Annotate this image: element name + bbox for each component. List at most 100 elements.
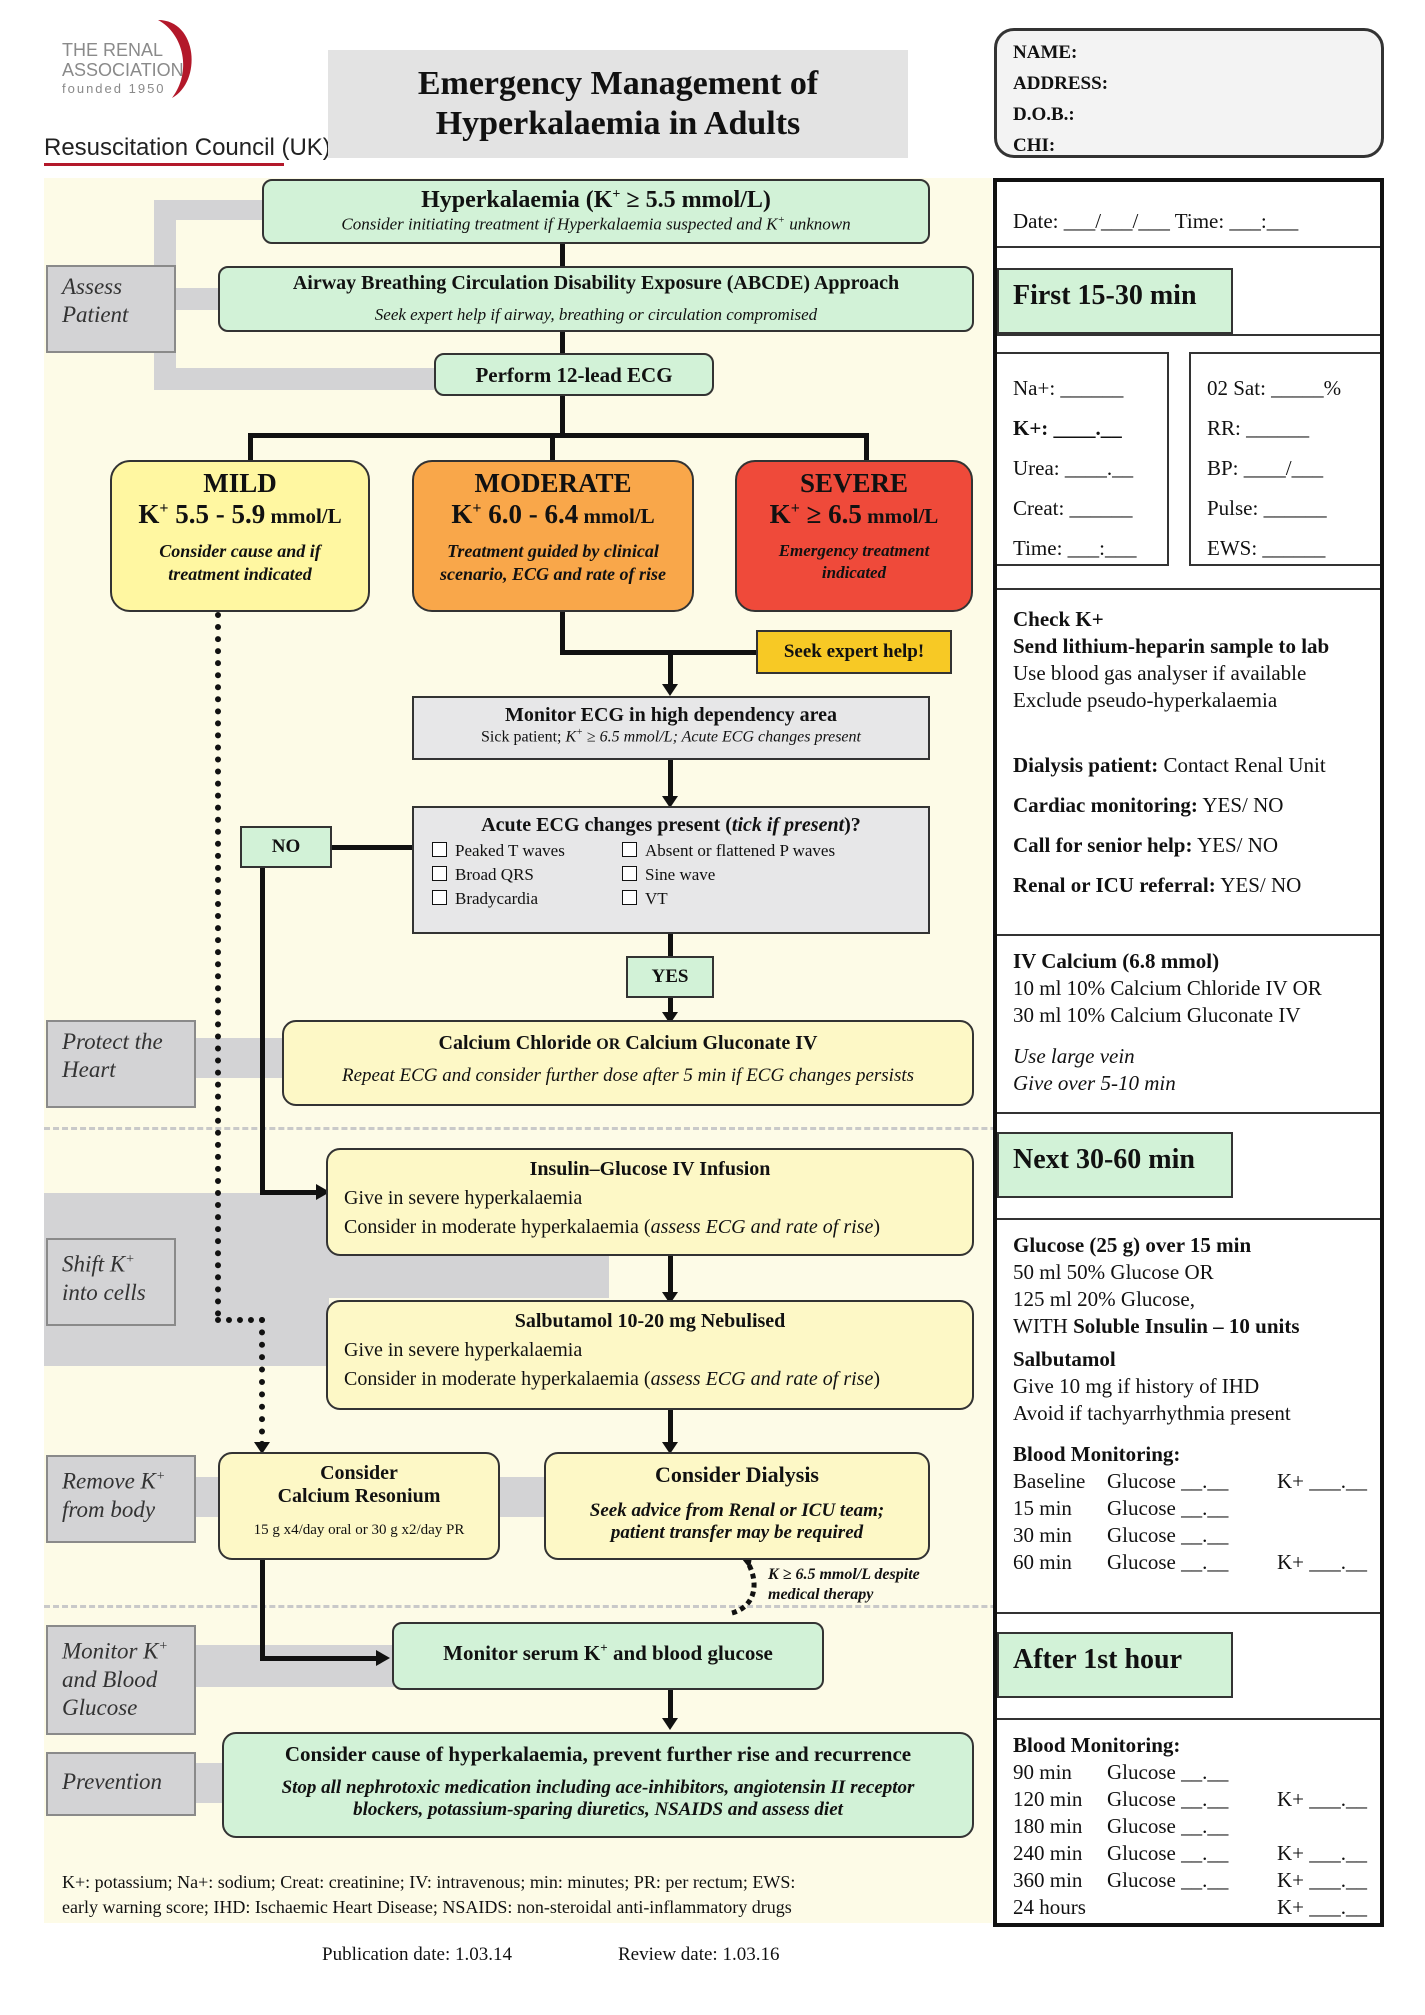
prevention-box: Consider cause of hyperkalaemia, prevent… <box>222 1732 974 1838</box>
patient-dob-field[interactable]: D.O.B.: <box>1013 104 1075 125</box>
side-checklist: Date: ___/___/___ Time: ___:___ First 15… <box>993 178 1384 1927</box>
bm-glucose: Glucose __.__ <box>1107 1523 1229 1547</box>
stage-remove-k: Remove K+ from body <box>46 1455 196 1543</box>
stage-prevention: Prevention <box>46 1752 196 1816</box>
renal-logo-swirl <box>158 20 192 98</box>
review-date: Review date: 1.03.16 <box>618 1944 780 1965</box>
dotted-connector-dialysis <box>731 1557 757 1616</box>
cardiac-monitoring-line[interactable]: Cardiac monitoring: YES/ NO <box>1013 793 1284 817</box>
arrow-down <box>662 684 678 696</box>
connector <box>560 612 565 654</box>
obs-urea[interactable]: Urea: ____.__ <box>1013 456 1134 480</box>
obs-right-box: 02 Sat: _____% RR: ______ BP: ____/___ P… <box>1189 352 1380 566</box>
patient-address-field[interactable]: ADDRESS: <box>1013 73 1109 94</box>
connector <box>248 433 253 461</box>
ecg-checkbox-peaked-t[interactable]: Peaked T waves <box>432 841 622 861</box>
renal-icu-referral-line[interactable]: Renal or ICU referral: YES/ NO <box>1013 873 1302 897</box>
arrow-down <box>662 796 678 808</box>
after-first-hour-header: After 1st hour <box>997 1632 1233 1698</box>
arrow-down <box>254 1442 270 1454</box>
acute-ecg-box: Acute ECG changes present (tick if prese… <box>412 806 930 934</box>
obs-o2sat[interactable]: 02 Sat: _____% <box>1207 376 1342 400</box>
obs-creat[interactable]: Creat: ______ <box>1013 496 1133 520</box>
obs-ews[interactable]: EWS: ______ <box>1207 536 1326 560</box>
bm-time: 360 min <box>1013 1868 1083 1892</box>
date-time-field[interactable]: Date: ___/___/___ Time: ___:___ <box>1013 209 1299 233</box>
dotted-connector-mild <box>215 612 221 1317</box>
bm-time: 30 min <box>1013 1523 1072 1547</box>
obs-left-box: Na+: ______ K+: ____.__ Urea: ____.__ Cr… <box>997 352 1169 566</box>
ecg-checkbox-sine-wave[interactable]: Sine wave <box>622 865 882 885</box>
bm-glucose <box>1107 1894 1277 1921</box>
ecg-checkbox-bradycardia[interactable]: Bradycardia <box>432 889 622 909</box>
arrow-down <box>662 1442 678 1454</box>
renal-logo-line1: THE RENAL <box>62 40 164 60</box>
connector <box>668 650 673 690</box>
monitor-ecg-box: Monitor ECG in high dependency area Sick… <box>412 696 930 760</box>
glucose-section: Glucose (25 g) over 15 min 50 ml 50% Glu… <box>1013 1232 1373 1576</box>
severe-box: SEVERE K+ ≥ 6.5 mmol/L Emergency treatme… <box>735 460 973 612</box>
connector-no <box>260 868 265 1193</box>
dialysis-box: Consider Dialysis Seek advice from Renal… <box>544 1452 930 1560</box>
bm-glucose: Glucose __.__ <box>1107 1550 1229 1574</box>
bm-glucose: Glucose __.__ <box>1107 1868 1229 1892</box>
obs-pulse[interactable]: Pulse: ______ <box>1207 496 1327 520</box>
calcium-box: Calcium Chloride OR Calcium Gluconate IV… <box>282 1020 974 1106</box>
page-title: Emergency Management of Hyperkalaemia in… <box>328 50 908 158</box>
divider <box>997 1218 1380 1220</box>
seek-expert-help-box: Seek expert help! <box>756 630 952 674</box>
obs-time[interactable]: Time: ___:___ <box>1013 536 1137 560</box>
stage-monitor: Monitor K+ and Blood Glucose <box>46 1625 196 1735</box>
bm-time: 15 min <box>1013 1496 1072 1520</box>
stage-shift-k: Shift K+ into cells <box>46 1238 176 1326</box>
moderate-box: MODERATE K+ 6.0 - 6.4 mmol/L Treatment g… <box>412 460 694 612</box>
no-label: NO <box>240 826 332 868</box>
obs-k[interactable]: K+: ____.__ <box>1013 416 1122 440</box>
bm-potassium: K+ ___.__ <box>1277 1550 1368 1574</box>
bm-glucose: Glucose __.__ <box>1107 1841 1229 1865</box>
patient-details-box: NAME: ADDRESS: D.O.B.: CHI: <box>994 28 1384 158</box>
ecg-checkbox-vt[interactable]: VT <box>622 889 882 909</box>
senior-help-line[interactable]: Call for senior help: YES/ NO <box>1013 833 1279 857</box>
bm-glucose: Glucose __.__ <box>1107 1787 1229 1811</box>
renal-association-logo: THE RENAL ASSOCIATION founded 1950 <box>62 40 232 110</box>
title-line-2: Hyperkalaemia in Adults <box>435 105 801 142</box>
blood-monitoring-row[interactable]: 30 min Glucose __.__ <box>1013 1522 1373 1549</box>
connector <box>668 1690 673 1722</box>
bm-glucose: Glucose __.__ <box>1107 1469 1229 1493</box>
bm-potassium <box>1277 1495 1377 1522</box>
renal-logo-line2: ASSOCIATION <box>62 60 184 80</box>
obs-rr[interactable]: RR: ______ <box>1207 416 1310 440</box>
mild-box: MILD K+ 5.5 - 5.9 mmol/L Consider cause … <box>110 460 370 612</box>
ecg-checkbox-absent-p[interactable]: Absent or flattened P waves <box>622 841 882 861</box>
first-15-30-header: First 15-30 min <box>997 268 1233 334</box>
title-line-1: Emergency Management of <box>417 65 819 102</box>
despite-therapy-note: K ≥ 6.5 mmol/L despite medical therapy <box>768 1566 920 1603</box>
patient-name-field[interactable]: NAME: <box>1013 42 1078 63</box>
connector <box>668 998 673 1016</box>
obs-bp[interactable]: BP: ____/___ <box>1207 456 1324 480</box>
patient-chi-field[interactable]: CHI: <box>1013 135 1056 156</box>
bm-time: Baseline <box>1013 1469 1086 1493</box>
ecg-checkbox-broad-qrs[interactable]: Broad QRS <box>432 865 622 885</box>
insulin-glucose-box: Insulin–Glucose IV Infusion Give in seve… <box>326 1148 974 1256</box>
divider <box>997 588 1380 590</box>
bm-time: 120 min <box>1013 1787 1083 1811</box>
obs-na[interactable]: Na+: ______ <box>1013 376 1124 400</box>
connector <box>550 433 555 461</box>
bm-time: 240 min <box>1013 1841 1083 1865</box>
connector-branch <box>248 433 868 438</box>
bm-potassium <box>1277 1522 1377 1549</box>
divider <box>997 246 1380 248</box>
